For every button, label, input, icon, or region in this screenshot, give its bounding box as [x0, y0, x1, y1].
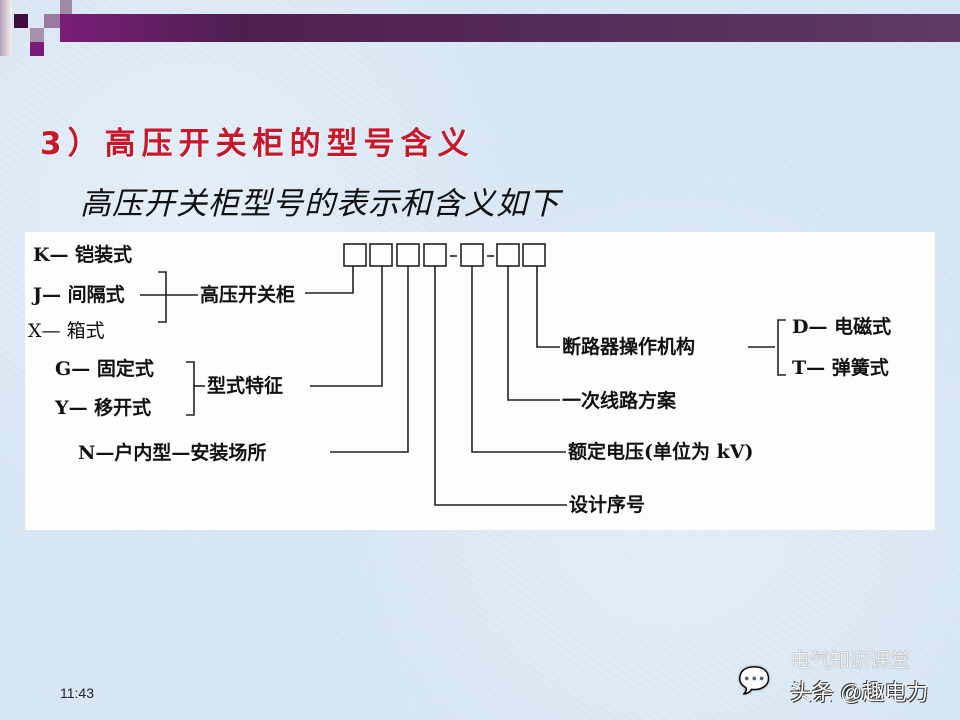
slide-time: 11:43: [60, 685, 94, 701]
label-g: G— 固定式: [55, 358, 154, 380]
bracket-operating: [777, 319, 786, 376]
watermark-author: 头条 @趣电力: [790, 680, 929, 705]
connector-voltage: [471, 266, 566, 453]
bracket-mount: [186, 361, 195, 416]
code-box-1: [343, 243, 367, 267]
code-box-4: [423, 243, 447, 267]
label-serial: 设计序号: [569, 494, 646, 516]
code-box-2: [369, 243, 393, 267]
label-j: J— 间隔式: [33, 284, 125, 306]
label-t: T— 弹簧式: [792, 357, 889, 379]
header-bar: [60, 14, 960, 42]
label-voltage: 额定电压(单位为 kV): [568, 441, 754, 463]
label-cabinet: 高压开关柜: [200, 284, 296, 306]
decor-square: [60, 0, 72, 14]
label-x: X— 箱式: [28, 320, 105, 342]
decor-square: [0, 0, 12, 56]
diagram-panel: [25, 232, 935, 530]
slide-title: 3）高压开关柜的型号含义: [40, 126, 475, 162]
label-n: N—户内型—安装场所: [78, 442, 267, 464]
label-y: Y— 移开式: [55, 397, 152, 419]
connector-serial: [434, 266, 567, 506]
connector-type-feature: [310, 266, 383, 387]
code-box-3: [396, 243, 420, 267]
label-primary: 一次线路方案: [562, 390, 677, 412]
label-operating: 断路器操作机构: [562, 336, 696, 358]
code-box-7: [522, 243, 546, 267]
label-d: D— 电磁式: [792, 316, 892, 338]
watermark-channel: 电气知识课堂: [790, 648, 910, 672]
wechat-icon: 💬: [738, 666, 771, 696]
connector-operating: [536, 266, 560, 348]
label-k: K— 铠装式: [33, 244, 133, 266]
code-box-5: [460, 243, 484, 267]
label-type-feature: 型式特征: [207, 375, 284, 397]
code-box-6: [496, 243, 520, 267]
decor-square: [30, 28, 44, 42]
decor-square: [14, 14, 28, 28]
connector-location: [330, 266, 409, 453]
connector-cabinet: [305, 266, 354, 294]
connector-primary: [507, 266, 560, 401]
bracket-structure: [158, 271, 167, 323]
decor-square: [30, 42, 44, 56]
slide-subtitle: 高压开关柜型号的表示和含义如下: [80, 186, 560, 222]
decor-square: [44, 14, 60, 28]
